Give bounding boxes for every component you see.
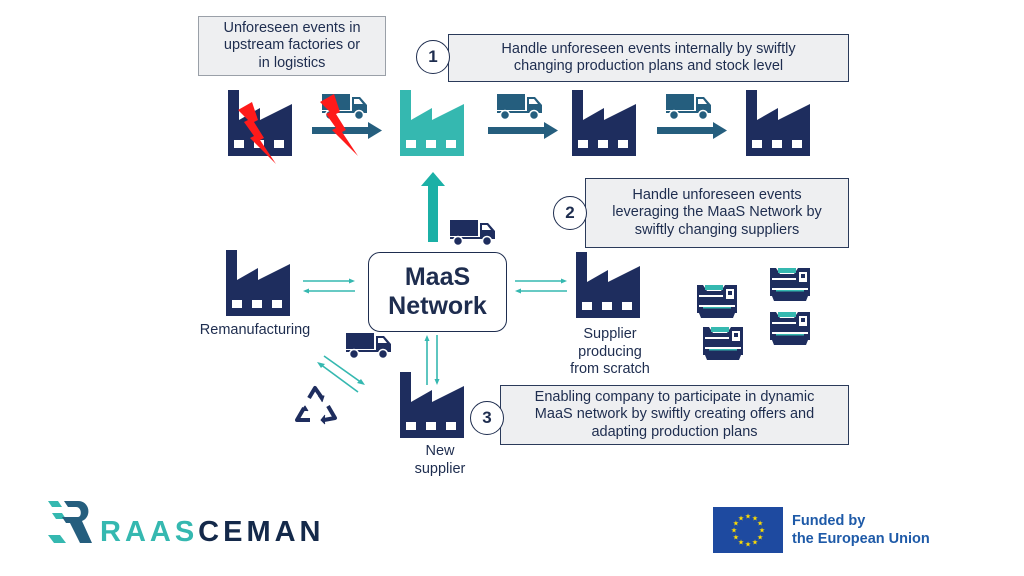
bidirectional-arrows [303, 278, 355, 294]
truck-icon [450, 220, 496, 246]
shipping-arrow [488, 122, 558, 139]
factory-icon [744, 90, 810, 156]
up-arrow [421, 172, 445, 242]
factory-icon-new-supplier [398, 372, 464, 438]
raasceman-logo-icon [48, 501, 92, 543]
bidirectional-arrows-vertical [424, 335, 440, 385]
eu-flag-icon: ★★★★★★★★★★★★ [713, 507, 783, 553]
cnc-machine-icon [768, 266, 812, 302]
supplier-scratch-label: Supplier producing from scratch [540, 326, 680, 379]
disruption-label-line: upstream factories or [223, 37, 361, 54]
logo-part-2: CEMAN [198, 516, 325, 548]
eu-star: ★ [733, 520, 739, 528]
eu-star: ★ [738, 539, 744, 547]
supplier-scratch-label-line: producing [578, 343, 642, 360]
disruption-label-line: Unforeseen events in [223, 19, 361, 36]
step-3-text: adapting production plans [591, 423, 758, 440]
factory-icon-focal-company [398, 90, 464, 156]
eu-star: ★ [733, 534, 739, 542]
step-2-text: swiftly changing suppliers [634, 221, 800, 238]
eu-star: ★ [759, 527, 765, 535]
eu-star: ★ [757, 534, 763, 542]
disruption-label-line: in logistics [258, 54, 326, 71]
eu-star: ★ [757, 520, 763, 528]
funding-line: Funded by [792, 513, 866, 529]
funding-statement: Funded by the European Union [792, 512, 930, 548]
step-1-badge: 1 [416, 40, 450, 74]
step-2-badge: 2 [553, 196, 587, 230]
eu-star: ★ [752, 539, 758, 547]
step-1-box: Handle unforeseen events internally by s… [448, 34, 849, 82]
eu-star: ★ [745, 513, 751, 521]
bidirectional-arrows [515, 278, 567, 294]
cnc-machine-icon [768, 310, 812, 346]
new-supplier-label: New supplier [395, 443, 485, 478]
funding-line: the European Union [792, 531, 930, 547]
disruption-label: Unforeseen events in upstream factories … [198, 16, 386, 76]
eu-star: ★ [738, 514, 744, 522]
new-supplier-label-line: supplier [414, 460, 466, 477]
step-1-text: Handle unforeseen events internally by s… [501, 40, 796, 57]
factory-icon [570, 90, 636, 156]
hub-title: MaaS [404, 263, 471, 291]
step-2-box: Handle unforeseen events leveraging the … [585, 178, 849, 248]
step-3-badge: 3 [470, 401, 504, 435]
factory-icon-remanufacturing [224, 250, 290, 316]
cnc-machine-icon [701, 325, 745, 361]
eu-star: ★ [731, 527, 737, 535]
step-1-text: changing production plans and stock leve… [513, 58, 784, 74]
supplier-scratch-label-line: Supplier [583, 326, 637, 342]
step-3-box: Enabling company to participate in dynam… [500, 385, 849, 445]
step-3-text: MaaS network by swiftly creating offers … [534, 406, 815, 423]
bidirectional-arrows-recycle [317, 355, 365, 393]
shipping-arrow [657, 122, 727, 139]
truck-icon [666, 94, 712, 120]
cnc-machine-icon [695, 283, 739, 319]
eu-star: ★ [745, 541, 751, 549]
step-2-text: Handle unforeseen events [632, 186, 802, 203]
hub-title: Network [388, 292, 487, 320]
logo-part-1: RAAS [100, 516, 199, 548]
step-2-text: leveraging the MaaS Network by [612, 204, 822, 221]
maas-network-hub: MaaS Network [368, 252, 507, 332]
truck-icon [497, 94, 543, 120]
recycle-icon [295, 386, 337, 425]
lightning-icon [238, 102, 276, 164]
raasceman-wordmark: RAASCEMAN [100, 516, 325, 549]
step-3-text: Enabling company to participate in dynam… [534, 388, 815, 405]
remanufacturing-label: Remanufacturing [199, 322, 311, 338]
supplier-scratch-label-line: from scratch [570, 361, 650, 377]
lightning-icon [320, 94, 358, 156]
eu-star: ★ [752, 514, 758, 522]
new-supplier-label-line: New [425, 443, 455, 459]
factory-icon-supplier-scratch [574, 252, 640, 318]
